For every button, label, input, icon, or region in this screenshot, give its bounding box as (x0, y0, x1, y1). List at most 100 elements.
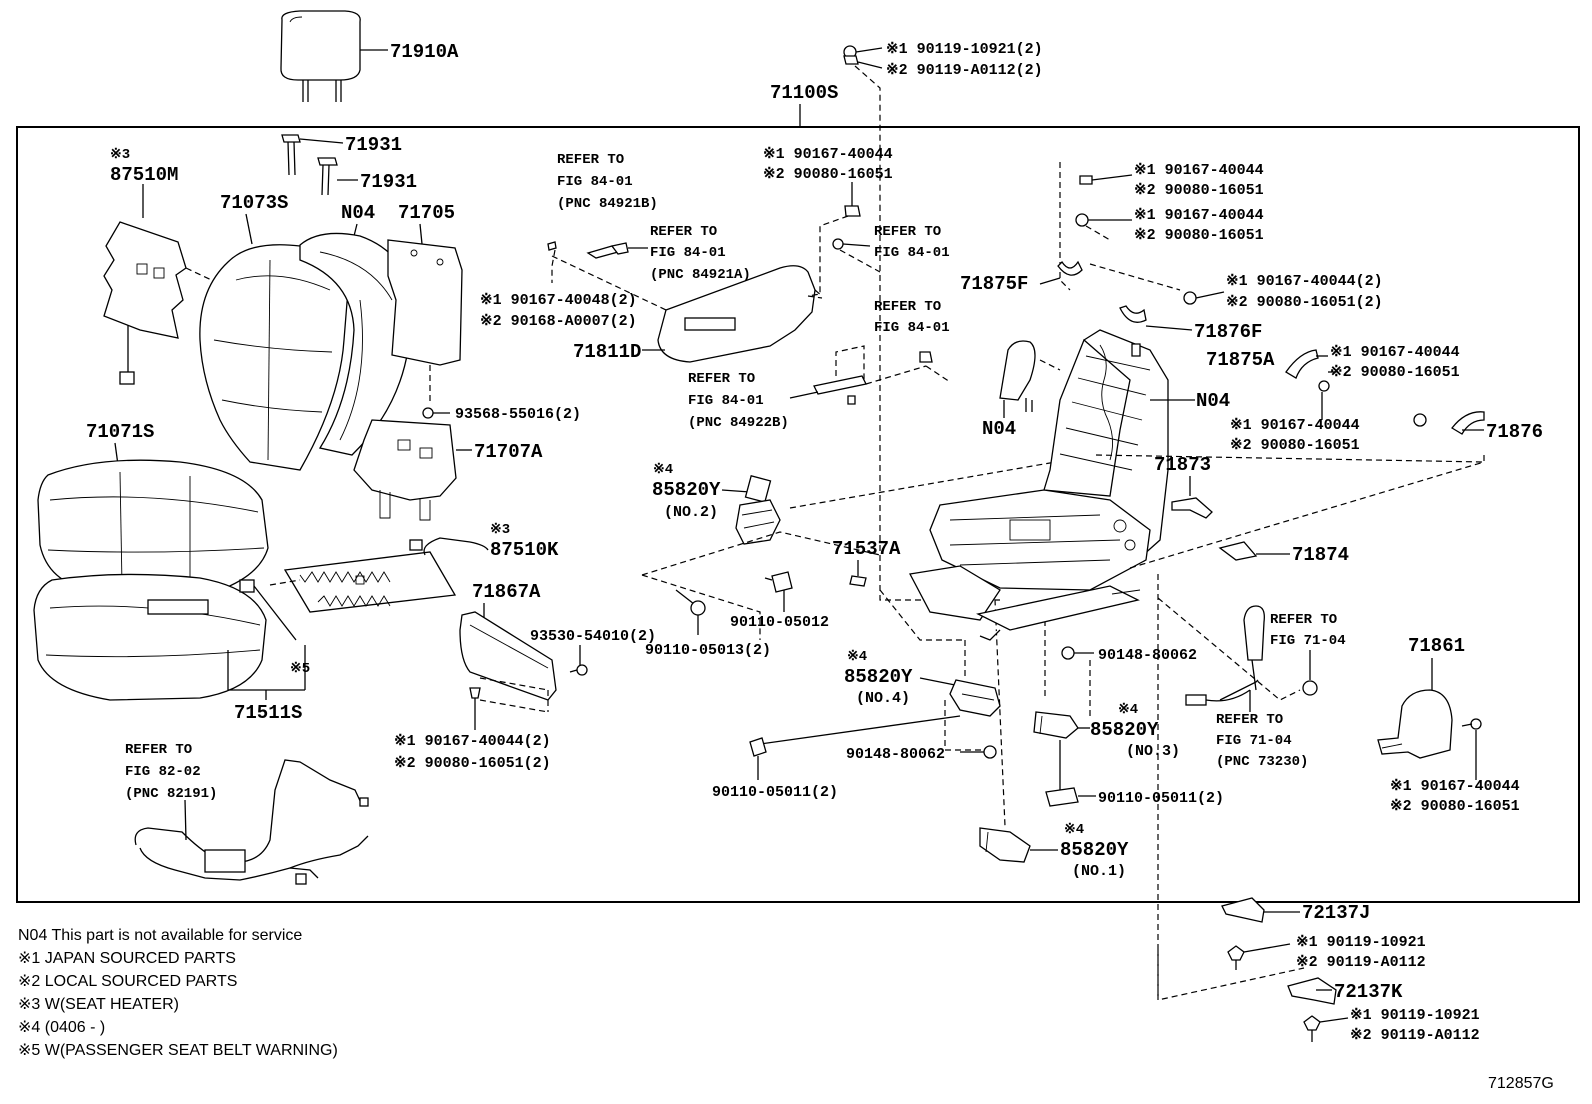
label-90110-05012: 90110-05012 (730, 614, 829, 631)
seatback-cover-drawing (199, 244, 349, 471)
label-71876: 71876 (1486, 421, 1543, 443)
ref-84-A-line-2: FIG 84-01 (874, 245, 950, 261)
label-71071S: 71071S (86, 421, 154, 443)
label-rb1-2: ※2 90080-16051 (1134, 182, 1264, 199)
motor-no3-drawing (1033, 600, 1090, 790)
ref-71b-line-3: (PNC 73230) (1216, 754, 1308, 770)
label-rb7-2: ※2 90119-A0112 (1296, 954, 1426, 971)
note-line-3: ※2 LOCAL SOURCED PARTS (18, 973, 237, 990)
back-board-lower-drawing (353, 419, 472, 521)
label-71811D: 71811D (573, 341, 641, 363)
label-rb6-2: ※2 90080-16051 (1390, 798, 1520, 815)
headrest-drawing (280, 10, 388, 102)
label-90110-05011-b: 90110-05011(2) (1098, 790, 1224, 807)
label-rb5-2: ※2 90080-16051 (1230, 437, 1360, 454)
label-N04-b: N04 (982, 418, 1016, 440)
label-90110-05011-a: 90110-05011(2) (712, 784, 838, 801)
cover-71874-drawing (1129, 461, 1485, 569)
note-line-4: ※3 W(SEAT HEATER) (18, 996, 179, 1013)
ref-84-B-line-2: FIG 84-01 (874, 320, 950, 336)
ref-84921A-line-1: REFER TO (650, 224, 717, 240)
note-5: ※5 (290, 661, 310, 677)
cover-72137J-drawing (1221, 897, 1300, 970)
note-4-b: ※4 (847, 649, 867, 665)
nut-93530-drawing (569, 645, 588, 676)
seat-heater-cushion-drawing (269, 537, 489, 613)
top-bolt-drawing (843, 45, 883, 205)
note-4-d: ※4 (1064, 822, 1084, 838)
note-line-5: ※4 (0406 - ) (18, 1019, 105, 1036)
note-3-b: ※3 (490, 522, 510, 538)
label-71511S: 71511S (234, 702, 302, 724)
cover-71876-drawing (1413, 411, 1485, 462)
label-85820Y-2: 85820Y (652, 479, 721, 501)
wire-harness-drawing (134, 759, 369, 885)
label-bolt-71811-2: ※2 90168-A0007(2) (480, 313, 637, 330)
cushion-shield-71811D-drawing (547, 241, 823, 363)
seat-frame-drawing (909, 329, 1195, 641)
label-rb3-2: ※2 90080-16051(2) (1226, 294, 1383, 311)
label-71073S: 71073S (220, 192, 288, 214)
mid-bolt-drawing (807, 182, 861, 297)
side-part-N04-drawing (999, 340, 1061, 418)
headrest-guide-drawing (281, 134, 358, 196)
label-midbolt-1: ※1 90167-40044 (763, 146, 893, 163)
label-bolt-71867-2: ※2 90080-16051(2) (394, 755, 551, 772)
label-87510M: 87510M (110, 164, 178, 186)
label-93568: 93568-55016(2) (455, 406, 581, 423)
note-4-a: ※4 (653, 462, 673, 478)
label-no3: (NO.3) (1126, 743, 1180, 760)
ref-82-line-3: (PNC 82191) (125, 786, 217, 802)
label-71931-a: 71931 (345, 134, 402, 156)
label-N04-a: N04 (341, 202, 375, 224)
label-90148-a: 90148-80062 (1098, 647, 1197, 664)
cover-71876F-drawing (1119, 291, 1225, 331)
ref-84921B-line-2: FIG 84-01 (557, 174, 633, 190)
ref-84921A-line-2: FIG 84-01 (650, 245, 726, 261)
assembly-frame (16, 126, 1580, 903)
bolt-90110-05011-a-drawing (749, 737, 767, 780)
bolt-90110-05011-b-drawing (1045, 787, 1096, 807)
bolt-90110-05012-drawing (764, 571, 793, 612)
label-bolt-71811-1: ※1 90167-40048(2) (480, 292, 637, 309)
ref-84921A-line-3: (PNC 84921A) (650, 267, 751, 283)
label-rb8-2: ※2 90119-A0112 (1350, 1027, 1480, 1044)
seat-heater-back-drawing (103, 184, 223, 385)
ref-84921B-line-1: REFER TO (557, 152, 624, 168)
label-no2: (NO.2) (664, 504, 718, 521)
cover-72137K-drawing (1287, 977, 1349, 1042)
bolt-90148-b-drawing (960, 745, 997, 759)
label-topbolt-1: ※1 90119-10921(2) (886, 41, 1043, 58)
refer-84-01-drawing (832, 238, 881, 273)
label-no1: (NO.1) (1072, 863, 1126, 880)
bracket-71511S-drawing (227, 645, 306, 700)
label-rb5-1: ※1 90167-40044 (1230, 417, 1360, 434)
label-71910A: 71910A (390, 41, 459, 63)
label-rb4-2: ※2 90080-16051 (1330, 364, 1460, 381)
note-4-c: ※4 (1118, 702, 1138, 718)
label-71931-b: 71931 (360, 171, 417, 193)
cover-71861-drawing (1377, 658, 1482, 780)
ref-84922B-line-1: REFER TO (688, 371, 755, 387)
seatback-pad-drawing (299, 232, 413, 456)
ref-71b-line-2: FIG 71-04 (1216, 733, 1292, 749)
label-71861: 71861 (1408, 635, 1465, 657)
cover-71875A-drawing (1285, 349, 1336, 420)
label-no4: (NO.4) (856, 690, 910, 707)
label-rb6-1: ※1 90167-40044 (1390, 778, 1520, 795)
label-71874: 71874 (1292, 544, 1349, 566)
label-bolt-71867-1: ※1 90167-40044(2) (394, 733, 551, 750)
note-line-2: ※1 JAPAN SOURCED PARTS (18, 950, 236, 967)
note-line-6: ※5 W(PASSENGER SEAT BELT WARNING) (18, 1042, 338, 1059)
motor-no1-drawing (974, 594, 1058, 863)
label-85820Y-1: 85820Y (1060, 839, 1129, 861)
label-midbolt-2: ※2 90080-16051 (763, 166, 893, 183)
bolt-90148-a-drawing (1061, 646, 1094, 720)
ref-82-line-1: REFER TO (125, 742, 192, 758)
cover-71873-drawing (1095, 454, 1485, 519)
screw-93568-drawing (422, 407, 450, 419)
label-93530: 93530-54010(2) (530, 628, 656, 645)
label-rb3-1: ※1 90167-40044(2) (1226, 273, 1383, 290)
